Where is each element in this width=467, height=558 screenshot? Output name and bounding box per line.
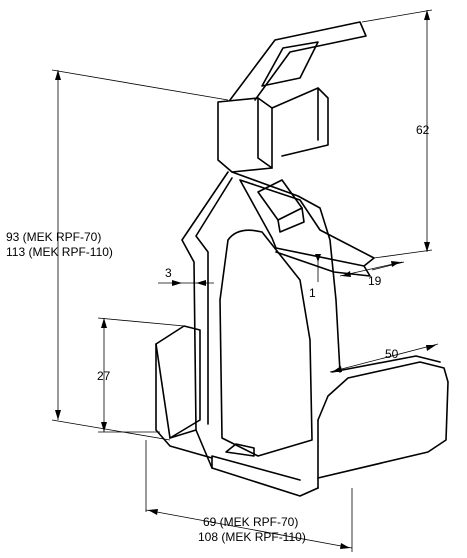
dimension-foot-height: 27 <box>97 369 111 383</box>
dimension-lines <box>51 9 439 552</box>
dimension-thickness: 3 <box>165 266 172 280</box>
dimension-tab-thickness: 1 <box>309 286 316 300</box>
dimension-height-total-a: 93 (MEK RPF-70) <box>6 230 101 244</box>
dimension-tab-width: 19 <box>368 274 382 288</box>
dimension-height-total-b: 113 (MEK RPF-110) <box>6 245 113 259</box>
dimension-labels: 93 (MEK RPF-70) 113 (MEK RPF-110) 62 3 2… <box>6 123 430 544</box>
dimension-width-a: 69 (MEK RPF-70) <box>203 515 298 529</box>
dimension-base-depth: 50 <box>385 347 399 361</box>
dimension-width-b: 108 (MEK RPF-110) <box>198 530 306 544</box>
dimension-top-height: 62 <box>416 123 430 137</box>
bracket-part <box>155 21 449 497</box>
